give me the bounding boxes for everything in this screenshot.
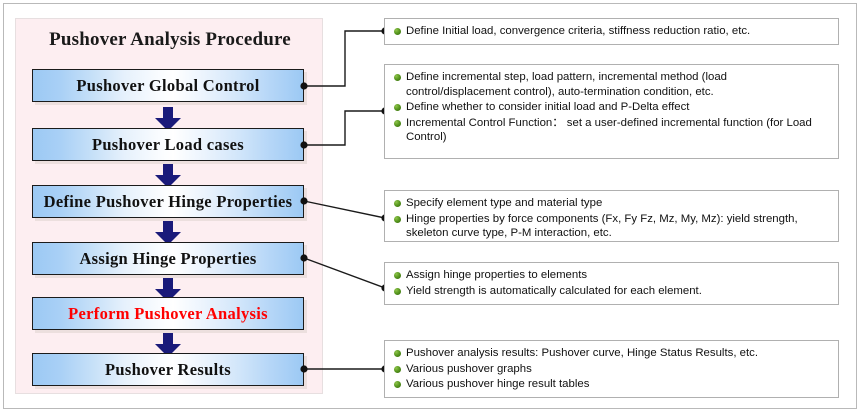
bullet-icon	[394, 350, 401, 357]
flow-arrow-down-icon-1	[155, 107, 181, 131]
note-bullet-line: Pushover analysis results: Pushover curv…	[393, 346, 830, 361]
note-bullet-line: Define Initial load, convergence criteri…	[393, 24, 830, 39]
note-box-assign-hinge: Assign hinge properties to elements Yiel…	[384, 262, 839, 305]
note-text: Various pushover graphs	[406, 362, 532, 375]
flow-step-define-pushover-hinge-properties[interactable]: Define Pushover Hinge Properties	[32, 185, 304, 218]
flow-step-label: Define Pushover Hinge Properties	[43, 191, 293, 211]
note-text: Define Initial load, convergence criteri…	[406, 25, 751, 37]
flow-step-label: Pushover Global Control	[76, 75, 260, 95]
bullet-icon	[394, 200, 401, 207]
bullet-icon	[394, 74, 401, 81]
note-bullet-line: Hinge properties by force components (Fx…	[393, 212, 830, 241]
note-text: Define whether to consider initial load …	[406, 101, 690, 113]
note-text: Various pushover hinge result tables	[406, 378, 590, 390]
bullet-icon	[394, 28, 401, 35]
note-text: Yield strength is automatically calculat…	[406, 284, 702, 297]
flow-step-label: Assign Hinge Properties	[79, 248, 257, 268]
note-bullet-line: Assign hinge properties to elements	[393, 268, 830, 283]
bullet-icon	[394, 381, 401, 388]
note-text: Define incremental step, load pattern, i…	[406, 71, 728, 98]
flow-arrow-down-icon-2	[155, 164, 181, 188]
flow-step-label: Perform Pushover Analysis	[68, 303, 268, 323]
flow-step-label: Pushover Load cases	[91, 134, 245, 154]
flow-step-assign-hinge-properties[interactable]: Assign Hinge Properties	[32, 242, 304, 275]
note-bullet-line: Specify element type and material type	[393, 196, 830, 211]
flow-step-label: Pushover Results	[105, 359, 231, 379]
note-text: Specify element type and material type	[406, 197, 603, 209]
flow-arrow-down-icon-3	[155, 221, 181, 245]
bullet-icon	[394, 287, 401, 295]
note-bullet-line: Incremental Control Function： set a user…	[393, 116, 830, 145]
page-title: Pushover Analysis Procedure	[49, 29, 291, 50]
flow-step-pushover-global-control[interactable]: Pushover Global Control	[32, 69, 304, 102]
flow-step-pushover-results[interactable]: Pushover Results	[32, 353, 304, 386]
flow-step-pushover-load-cases[interactable]: Pushover Load cases	[32, 128, 304, 161]
note-bullet-line: Various pushover hinge result tables	[393, 377, 830, 392]
bullet-icon	[394, 104, 401, 111]
bullet-icon	[394, 272, 401, 279]
note-text: Pushover analysis results: Pushover curv…	[406, 347, 759, 359]
note-box-global-control: Define Initial load, convergence criteri…	[384, 18, 839, 45]
note-box-results: Pushover analysis results: Pushover curv…	[384, 340, 839, 398]
note-text: Hinge properties by force components (Fx…	[406, 212, 798, 240]
note-text: Incremental Control Function： set a user…	[406, 116, 812, 144]
bullet-icon	[394, 215, 401, 223]
bullet-icon	[394, 365, 401, 373]
note-box-hinge-properties: Specify element type and material type H…	[384, 190, 839, 242]
note-box-load-cases: Define incremental step, load pattern, i…	[384, 64, 839, 159]
note-bullet-line: Various pushover graphs	[393, 362, 830, 377]
note-bullet-line: Yield strength is automatically calculat…	[393, 284, 830, 299]
note-text: Assign hinge properties to elements	[406, 269, 588, 281]
note-bullet-line: Define incremental step, load pattern, i…	[393, 70, 830, 99]
bullet-icon	[394, 119, 401, 127]
note-bullet-line: Define whether to consider initial load …	[393, 100, 830, 115]
flow-step-perform-pushover-analysis[interactable]: Perform Pushover Analysis	[32, 297, 304, 330]
